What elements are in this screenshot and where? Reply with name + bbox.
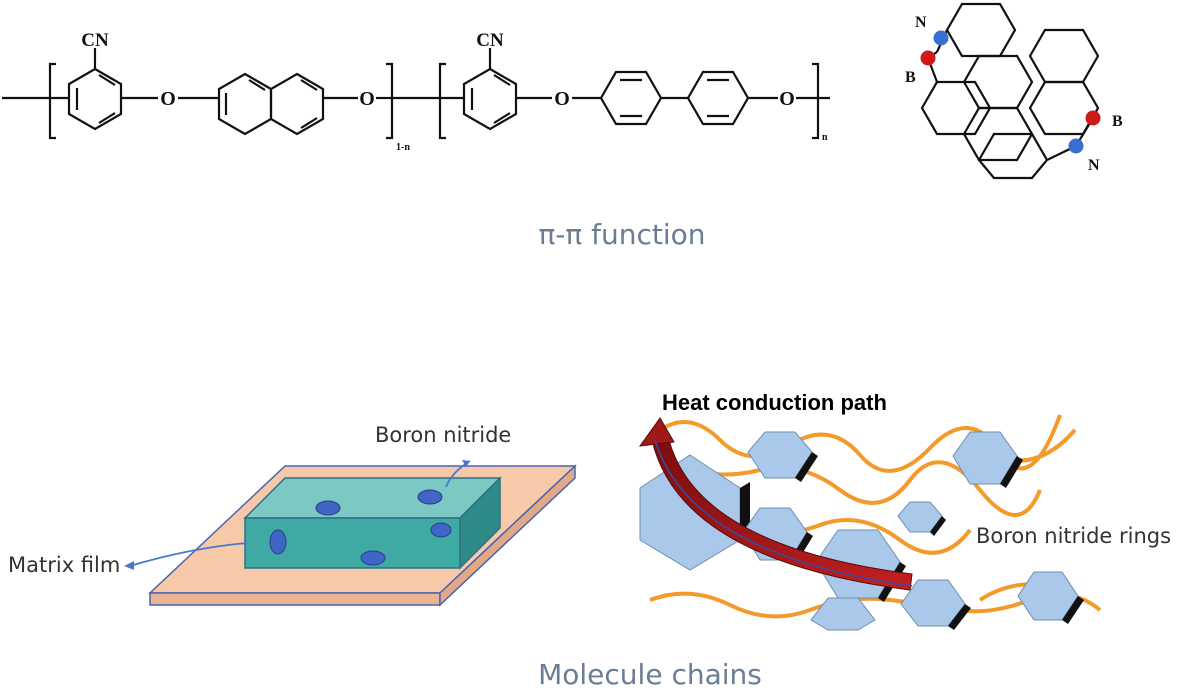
label-b-right: B (1112, 113, 1123, 130)
oxygen-label-3: O (554, 88, 570, 110)
oxygen-label-2: O (359, 88, 375, 110)
label-n-top: N (915, 14, 927, 31)
heat-path-arrowhead (638, 417, 675, 447)
bn-inclusion (269, 529, 287, 555)
oxygen-label-1: O (160, 88, 176, 110)
composite-film: Boron nitride Matrix film (8, 423, 577, 607)
oxygen-label-4: O (779, 88, 795, 110)
nitrogen-atom-top (933, 30, 949, 46)
boron-atom-left (920, 50, 936, 66)
label-boron-nitride: Boron nitride (375, 423, 511, 447)
heat-path-arrow (651, 435, 913, 591)
nitrogen-atom-bottom (1068, 138, 1084, 154)
label-n-bottom: N (1088, 157, 1100, 174)
bn-inclusion (430, 522, 452, 538)
cn-label-1: CN (81, 30, 109, 51)
boron-atom-right (1085, 110, 1101, 126)
caption-molecule-chains: Molecule chains (538, 658, 762, 688)
bn-inclusion (417, 489, 443, 505)
label-heat-path: Heat conduction path (662, 390, 887, 415)
polymer-structure: CN O O 1-n CN O O n (2, 30, 830, 153)
bn-lattice: N B B N (905, 2, 1123, 180)
label-bn-rings: Boron nitride rings (976, 524, 1171, 548)
label-matrix-film: Matrix film (8, 553, 120, 577)
heat-conduction-scene: Heat conduction path Boron nitride rings (638, 390, 1171, 631)
caption-pi-pi: π-π function (538, 218, 705, 251)
label-b-left: B (905, 69, 916, 86)
cn-label-2: CN (476, 30, 504, 51)
bn-inclusion (315, 500, 341, 516)
subscript-1-n: 1-n (396, 142, 410, 153)
subscript-n: n (822, 132, 828, 143)
bn-inclusion (360, 550, 386, 566)
